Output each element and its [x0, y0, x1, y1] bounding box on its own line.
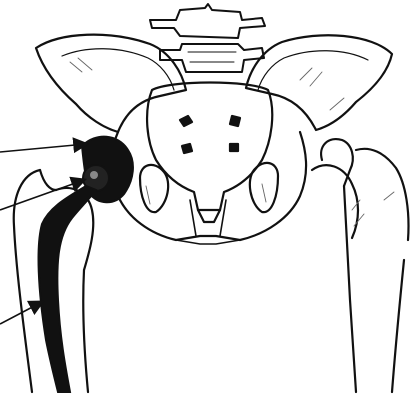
right-femur	[312, 139, 409, 392]
femoral-stem	[39, 186, 96, 392]
callout-arrow-cup	[0, 144, 86, 152]
lumbar-vertebra	[150, 4, 265, 72]
